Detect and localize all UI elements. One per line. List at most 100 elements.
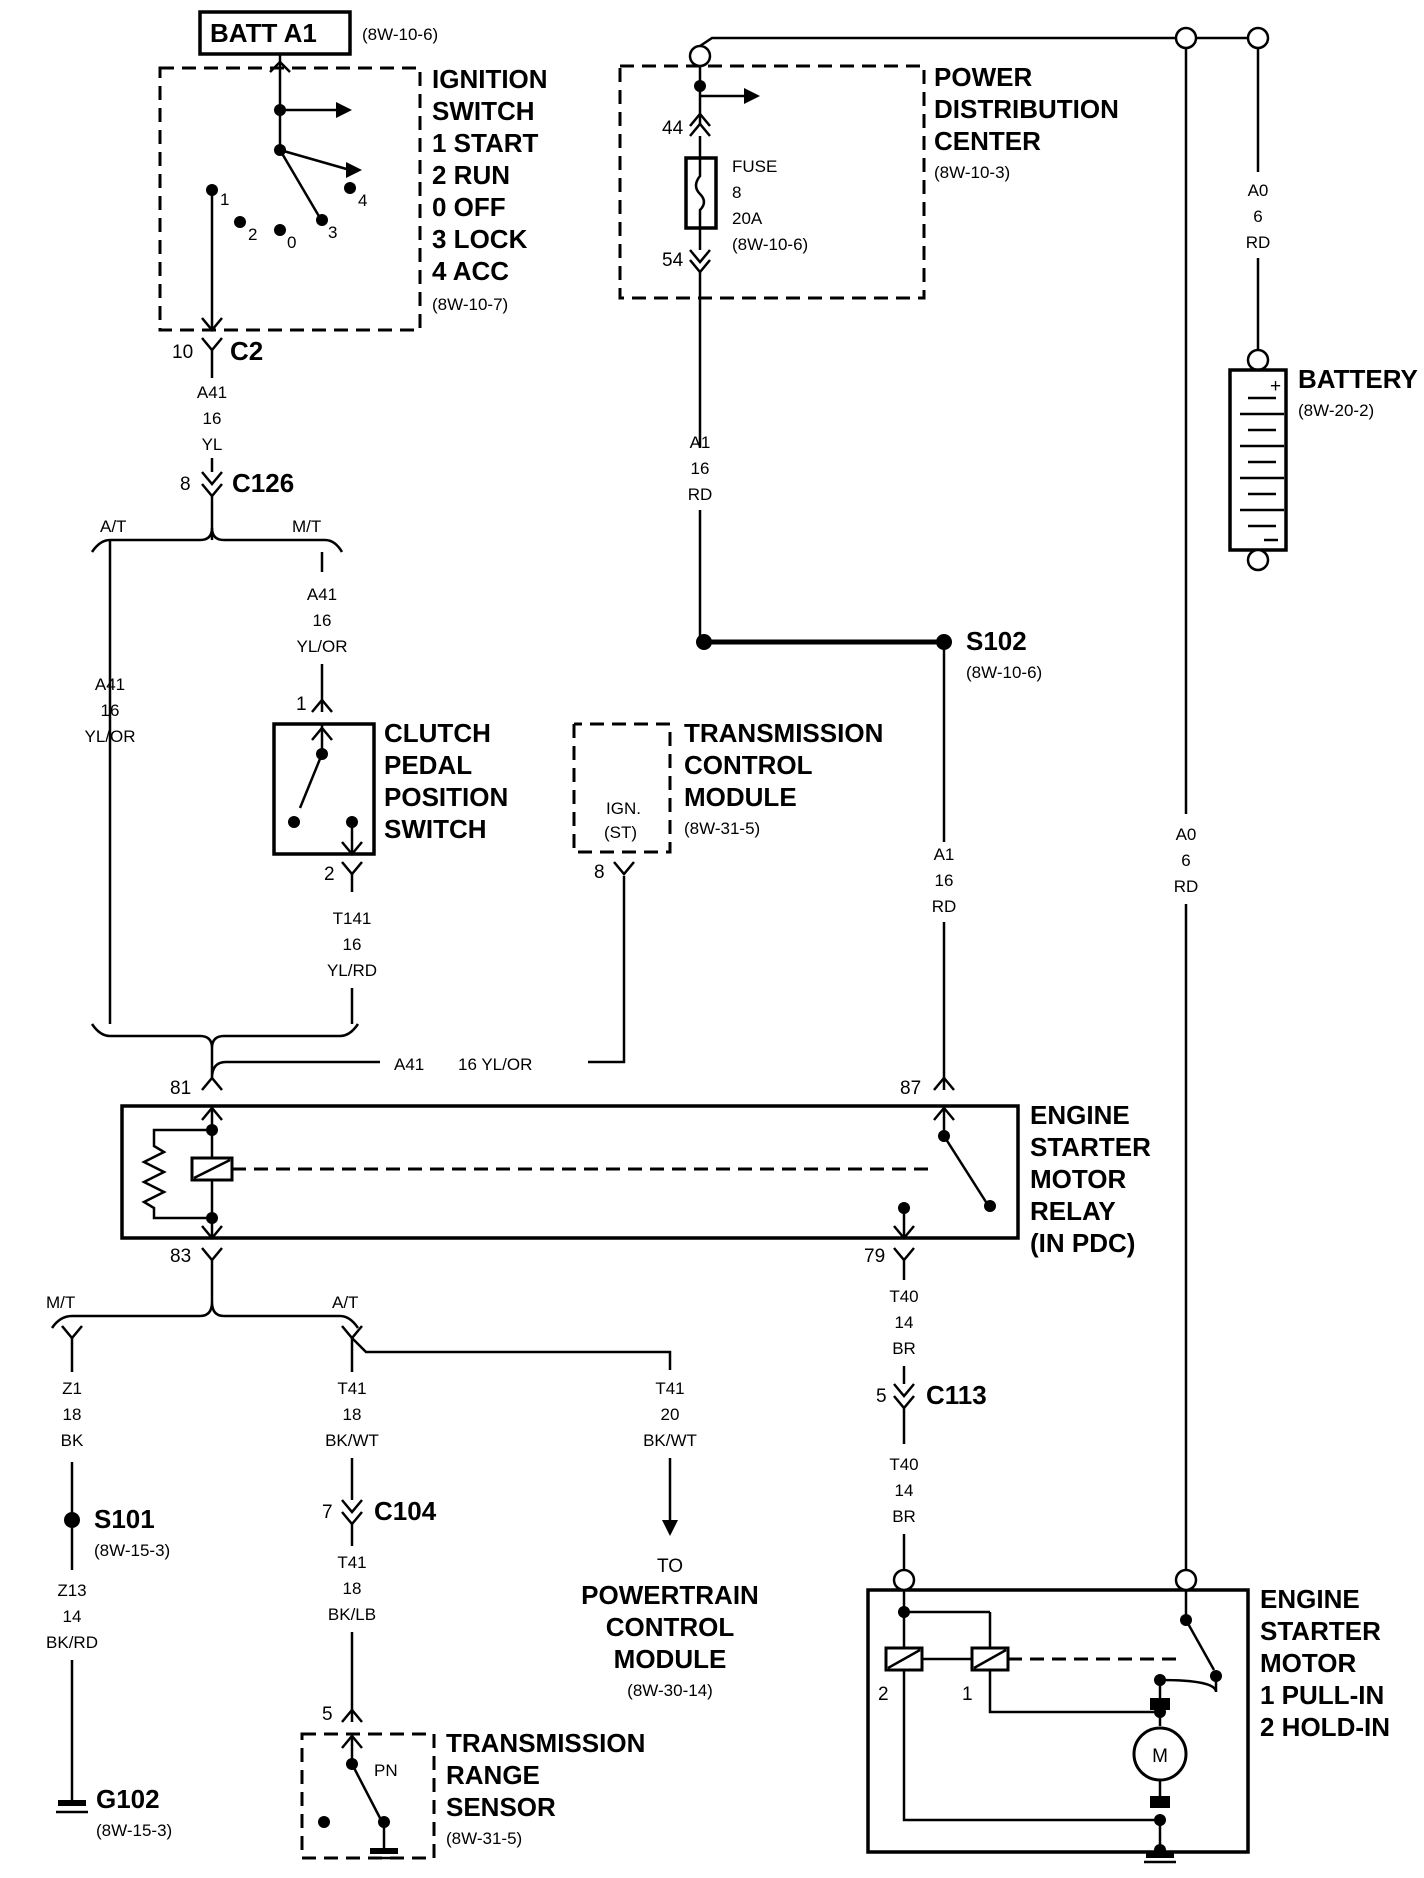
wire-t41-b-circuit: T41: [337, 1553, 366, 1572]
connector-c104: 7 C104: [322, 1496, 437, 1526]
branch-top-at: A/T: [100, 517, 126, 536]
tcm-line-3: MODULE: [684, 782, 797, 812]
s101-ref: (8W-15-3): [94, 1541, 170, 1560]
ign-line-4: 2 RUN: [432, 160, 510, 190]
wire-a41-top-color: YL: [202, 435, 223, 454]
tcm-line-1: TRANSMISSION: [684, 718, 883, 748]
g102-ref: (8W-15-3): [96, 1821, 172, 1840]
wire-t40-b-circuit: T40: [889, 1455, 918, 1474]
starter-line-3: MOTOR: [1260, 1648, 1357, 1678]
ign-line-6: 3 LOCK: [432, 224, 528, 254]
branch-bottom-mt: M/T: [46, 1293, 75, 1312]
relay-line-2: STARTER: [1030, 1132, 1151, 1162]
connector-c113: 5 C113: [876, 1380, 987, 1410]
pcm-line-3: MODULE: [614, 1644, 727, 1674]
clutch-pin-out: 2: [324, 864, 335, 885]
trs-pn: PN: [374, 1761, 398, 1780]
relay-line-4: RELAY: [1030, 1196, 1116, 1226]
ign-line-2: SWITCH: [432, 96, 535, 126]
clutch-line-2: PEDAL: [384, 750, 472, 780]
ign-pos-2: 2: [248, 225, 257, 244]
battery: + BATTERY (8W-20-2): [1228, 348, 1418, 572]
tcm-pin: 8: [594, 862, 605, 883]
wire-t41-b-color: BK/LB: [328, 1605, 376, 1624]
wire-a0-top-color: RD: [1246, 233, 1271, 252]
relay-pin83: 83: [170, 1246, 191, 1267]
wire-t41-a-gauge: 18: [343, 1405, 362, 1424]
branch-bottom-at: A/T: [332, 1293, 358, 1312]
batt-a1-label: BATT A1: [210, 18, 317, 48]
wire-a1-bottom-circuit: A1: [934, 845, 955, 864]
wire-z1-gauge: 18: [63, 1405, 82, 1424]
wire-t40-b-gauge: 14: [895, 1481, 914, 1500]
wire-a1-bottom-color: RD: [932, 897, 957, 916]
wire-a0-mid-circuit: A0: [1176, 825, 1197, 844]
trs-line-1: TRANSMISSION: [446, 1728, 645, 1758]
c104-label: C104: [374, 1496, 437, 1526]
relay-pin87: 87: [900, 1078, 921, 1099]
wire-a41-mt-gauge: 16: [313, 611, 332, 630]
wire-a1-top-circuit: A1: [690, 433, 711, 452]
starter-battery-terminal: [1174, 1568, 1198, 1592]
starter-line-5: 2 HOLD-IN: [1260, 1712, 1390, 1742]
trs-line-3: SENSOR: [446, 1792, 556, 1822]
battery-positive-lug: [1246, 26, 1270, 50]
pcm-line-1: POWERTRAIN: [581, 1580, 759, 1610]
wire-t40-a-color: BR: [892, 1339, 916, 1358]
c126-pin: 8: [180, 474, 191, 495]
wire-z13-circuit: Z13: [57, 1581, 86, 1600]
ign-line-5: 0 OFF: [432, 192, 506, 222]
wire-a41-top-gauge: 16: [203, 409, 222, 428]
wire-a41-at-gauge: 16: [101, 701, 120, 720]
fuse-line-2: 8: [732, 183, 741, 202]
pcm-to: TO: [657, 1556, 683, 1577]
transmission-control-module: IGN. (ST) TRANSMISSION CONTROL MODULE (8…: [572, 718, 883, 854]
s101-splice: [64, 1512, 80, 1528]
coil-1-label: 1: [962, 1684, 973, 1705]
wire-z1-circuit: Z1: [62, 1379, 82, 1398]
relay-line-1: ENGINE: [1030, 1100, 1130, 1130]
wire-t41-b-gauge: 18: [343, 1579, 362, 1598]
tcm-st: (ST): [604, 823, 637, 842]
ign-line-1: IGNITION: [432, 64, 548, 94]
clutch-line-1: CLUTCH: [384, 718, 491, 748]
s102-splice: [936, 634, 952, 650]
s101-label: S101: [94, 1504, 155, 1534]
fuse-line-4: (8W-10-6): [732, 235, 808, 254]
pdc-pin-out: 54: [662, 250, 684, 271]
connector-c2: 10 C2: [172, 336, 263, 378]
engine-starter-motor: 2 1 M ENGINE STARTER MOTOR 1 PULL-IN 2 H…: [866, 1568, 1390, 1864]
branch-top-mt: M/T: [292, 517, 321, 536]
ign-pos-4: 4: [358, 191, 367, 210]
wire-a41-tcm-circuit: A41: [394, 1055, 424, 1074]
wire-a41-at-circuit: A41: [95, 675, 125, 694]
branch-bracket-lower: [90, 1023, 360, 1049]
pdc-ref: (8W-10-3): [934, 163, 1010, 182]
power-distribution-center: 44 54 FUSE 8 20A (8W-10-6) POWER DISTRIB…: [618, 56, 1119, 300]
ground-g102: G102 (8W-15-3): [56, 1784, 172, 1840]
batt-a1-ref: (8W-10-6): [362, 25, 438, 44]
tcm-ref: (8W-31-5): [684, 819, 760, 838]
wire-a1-top-color: RD: [688, 485, 713, 504]
wire-t40-b-color: BR: [892, 1507, 916, 1526]
branch-bracket-top: [90, 527, 344, 553]
wire-a41-mt-color: YL/OR: [296, 637, 347, 656]
relay-line-3: MOTOR: [1030, 1164, 1127, 1194]
ign-pos-0: 0: [287, 233, 296, 252]
clutch-line-4: SWITCH: [384, 814, 487, 844]
trs-ref: (8W-31-5): [446, 1829, 522, 1848]
tcm-line-2: CONTROL: [684, 750, 813, 780]
branch-bracket-bottom: [50, 1301, 360, 1329]
pcm-line-2: CONTROL: [606, 1612, 735, 1642]
pdc-line-2: DISTRIBUTION: [934, 94, 1119, 124]
trs-pin: 5: [322, 1704, 333, 1725]
starter-line-1: ENGINE: [1260, 1584, 1360, 1614]
wire-a0-top-gauge: 6: [1253, 207, 1262, 226]
battery-ref: (8W-20-2): [1298, 401, 1374, 420]
wire-t141-gauge: 16: [343, 935, 362, 954]
s102-ref: (8W-10-6): [966, 663, 1042, 682]
wire-t40-a-circuit: T40: [889, 1287, 918, 1306]
wire-t41-pcm-circuit: T41: [655, 1379, 684, 1398]
wire-t141-circuit: T141: [333, 909, 372, 928]
